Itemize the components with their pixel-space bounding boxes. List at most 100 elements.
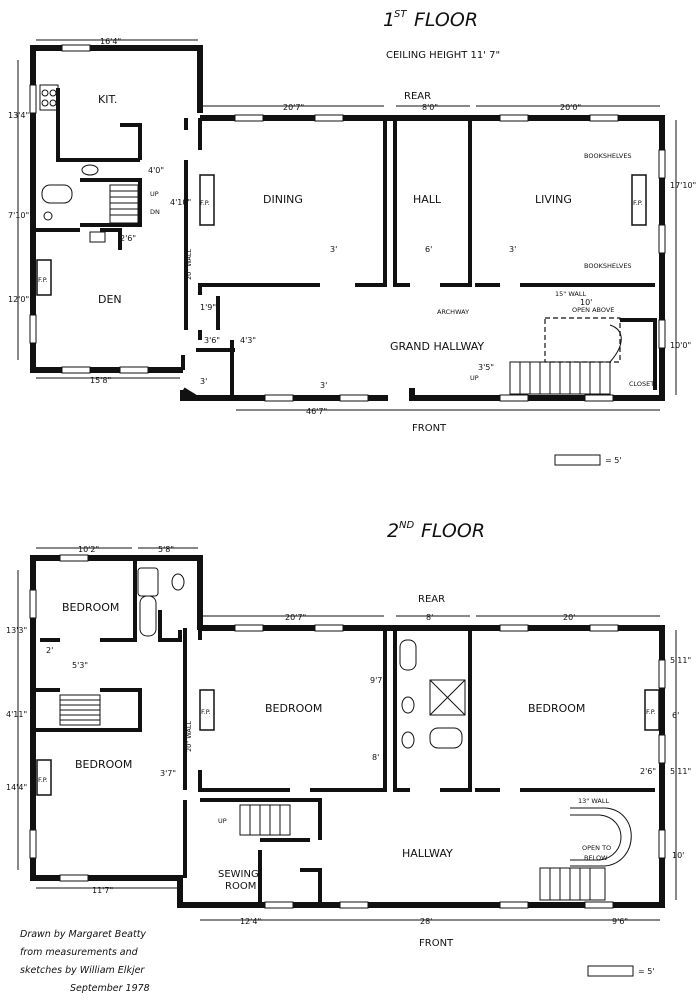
dimension-label: 10': [580, 298, 592, 307]
living-room-label: LIVING: [535, 193, 572, 206]
first-floor-plan: 1 ST FLOOR CEILING HEIGHT 11' 7": [8, 9, 696, 466]
dimension-label: 3': [509, 245, 516, 254]
dimension-label: 8': [372, 753, 379, 762]
dimension-label: 10'2": [78, 545, 99, 554]
dimension-label: 3': [320, 381, 327, 390]
dining-fireplace-label: F.P.: [200, 199, 210, 207]
dimension-label: 5'8": [158, 545, 174, 554]
dimension-label: 13'4": [8, 111, 29, 120]
bookshelves-top-label: BOOKSHELVES: [584, 152, 632, 160]
kitchen-label: KIT.: [98, 93, 117, 106]
dimension-label: 10': [672, 851, 684, 860]
floor-number-suffix: ST: [394, 9, 407, 20]
front-door-swing: [181, 387, 198, 401]
open-above-outline: [544, 317, 621, 363]
dimension-label: 2'6": [640, 767, 656, 776]
second-floor-title: 2 ND FLOOR: [387, 520, 485, 542]
floor-word: FLOOR: [421, 520, 485, 542]
archway-label: ARCHWAY: [437, 308, 469, 316]
dimension-label: 11'7": [92, 886, 113, 895]
rear-label: REAR: [404, 91, 431, 102]
hall-stairs: [239, 804, 291, 836]
twenty-inch-wall-label: 20" WALL: [185, 249, 193, 280]
scale-bar: [587, 965, 634, 977]
dimension-label: 8'0": [422, 103, 438, 112]
first-floor-interior-walls: [33, 88, 657, 398]
credit-line: Drawn by Margaret Beatty: [20, 929, 146, 940]
dimension-label: 46'7": [306, 407, 327, 416]
grand-stairs-up-label: UP: [470, 374, 479, 382]
credit-line: from measurements and: [20, 947, 139, 958]
second-floor-windows: [29, 554, 666, 909]
dimension-label: 3'7": [160, 769, 176, 778]
dimension-label: 1'9": [200, 303, 216, 312]
dimension-label: 3': [200, 377, 207, 386]
scale-label: = 5': [638, 967, 655, 976]
dimension-label: 6': [425, 245, 432, 254]
back-stairs-down-label: DN: [150, 208, 160, 216]
credit-line: sketches by William Elkjer: [20, 965, 145, 976]
twenty-inch-wall-label: 20" WALL: [185, 721, 193, 752]
center-bedroom-label: BEDROOM: [265, 702, 322, 715]
dimension-label: 12'0": [8, 295, 29, 304]
dimension-label: 12'4": [240, 917, 261, 926]
second-floor-dimension-lines: [17, 547, 677, 921]
dimension-label: 6': [672, 711, 679, 720]
den-label: DEN: [98, 293, 122, 306]
northwest-bedroom-label: BEDROOM: [62, 601, 119, 614]
bookshelves-bottom-label: BOOKSHELVES: [584, 262, 632, 270]
dimension-label: 7'10": [8, 211, 29, 220]
second-floor-bath-fixtures: [137, 567, 466, 749]
open-to-below-label: OPEN TO: [582, 844, 611, 852]
dimension-label: 4'0": [148, 166, 164, 175]
second-floor-fireplaces: [36, 689, 660, 796]
dimension-label: 9'6": [612, 917, 628, 926]
ceiling-height-label: CEILING HEIGHT 11' 7": [386, 50, 500, 61]
hall-stairs-up-label: UP: [218, 817, 227, 825]
front-label: FRONT: [419, 938, 454, 949]
upper-hallway-label: HALLWAY: [402, 847, 453, 860]
dimension-label: 13'3": [6, 626, 27, 635]
grand-staircase: [509, 324, 622, 395]
grand-hallway-label: GRAND HALLWAY: [390, 340, 484, 353]
front-label: FRONT: [412, 423, 447, 434]
sewing-room-label: SEWING: [218, 869, 259, 880]
dimension-label: 20'7": [285, 613, 306, 622]
floor-word: FLOOR: [414, 9, 478, 31]
open-above-label: OPEN ABOVE: [572, 306, 614, 314]
first-floor-windows: [29, 44, 666, 402]
dimension-label: 28': [420, 917, 432, 926]
rear-label: REAR: [418, 594, 445, 605]
grand-staircase-upper: [539, 807, 632, 901]
dimension-label: 16'4": [100, 37, 121, 46]
east-bedroom-fireplace-label: F.P.: [646, 708, 656, 716]
second-floor-exterior-wall: [30, 555, 665, 908]
dimension-label: 20': [563, 613, 575, 622]
first-floor-fireplaces: [36, 174, 647, 296]
sewing-room-label: ROOM: [225, 881, 256, 892]
open-to-below-label: BELOW: [584, 854, 608, 862]
kitchen-fixtures: [39, 84, 106, 243]
dimension-label: 2': [46, 646, 53, 655]
scale-bar: [554, 454, 601, 466]
east-bedroom-label: BEDROOM: [528, 702, 585, 715]
dimension-label: 2'6": [120, 234, 136, 243]
dimension-label: 4'3": [240, 336, 256, 345]
first-floor-title: 1 ST FLOOR CEILING HEIGHT 11' 7": [383, 9, 500, 61]
dimension-label: 5'3": [72, 661, 88, 670]
sw-bedroom-fireplace-label: F.P.: [38, 776, 48, 784]
second-floor-back-stairs: [59, 694, 101, 726]
center-bedroom-fireplace-label: F.P.: [201, 708, 211, 716]
scale-label: = 5': [605, 456, 622, 465]
dimension-label: 20'0": [560, 103, 581, 112]
floor-number: 2: [387, 520, 399, 542]
dimension-label: 10'0": [670, 341, 691, 350]
closet-label: CLOSET: [629, 380, 654, 388]
dimension-label: 5'11": [670, 767, 691, 776]
floor-number-suffix: ND: [399, 520, 414, 531]
living-fireplace-label: F.P.: [633, 199, 643, 207]
first-floor-dimension-lines: [17, 39, 677, 411]
southwest-bedroom-label: BEDROOM: [75, 758, 132, 771]
credit-line: September 1978: [70, 983, 150, 994]
